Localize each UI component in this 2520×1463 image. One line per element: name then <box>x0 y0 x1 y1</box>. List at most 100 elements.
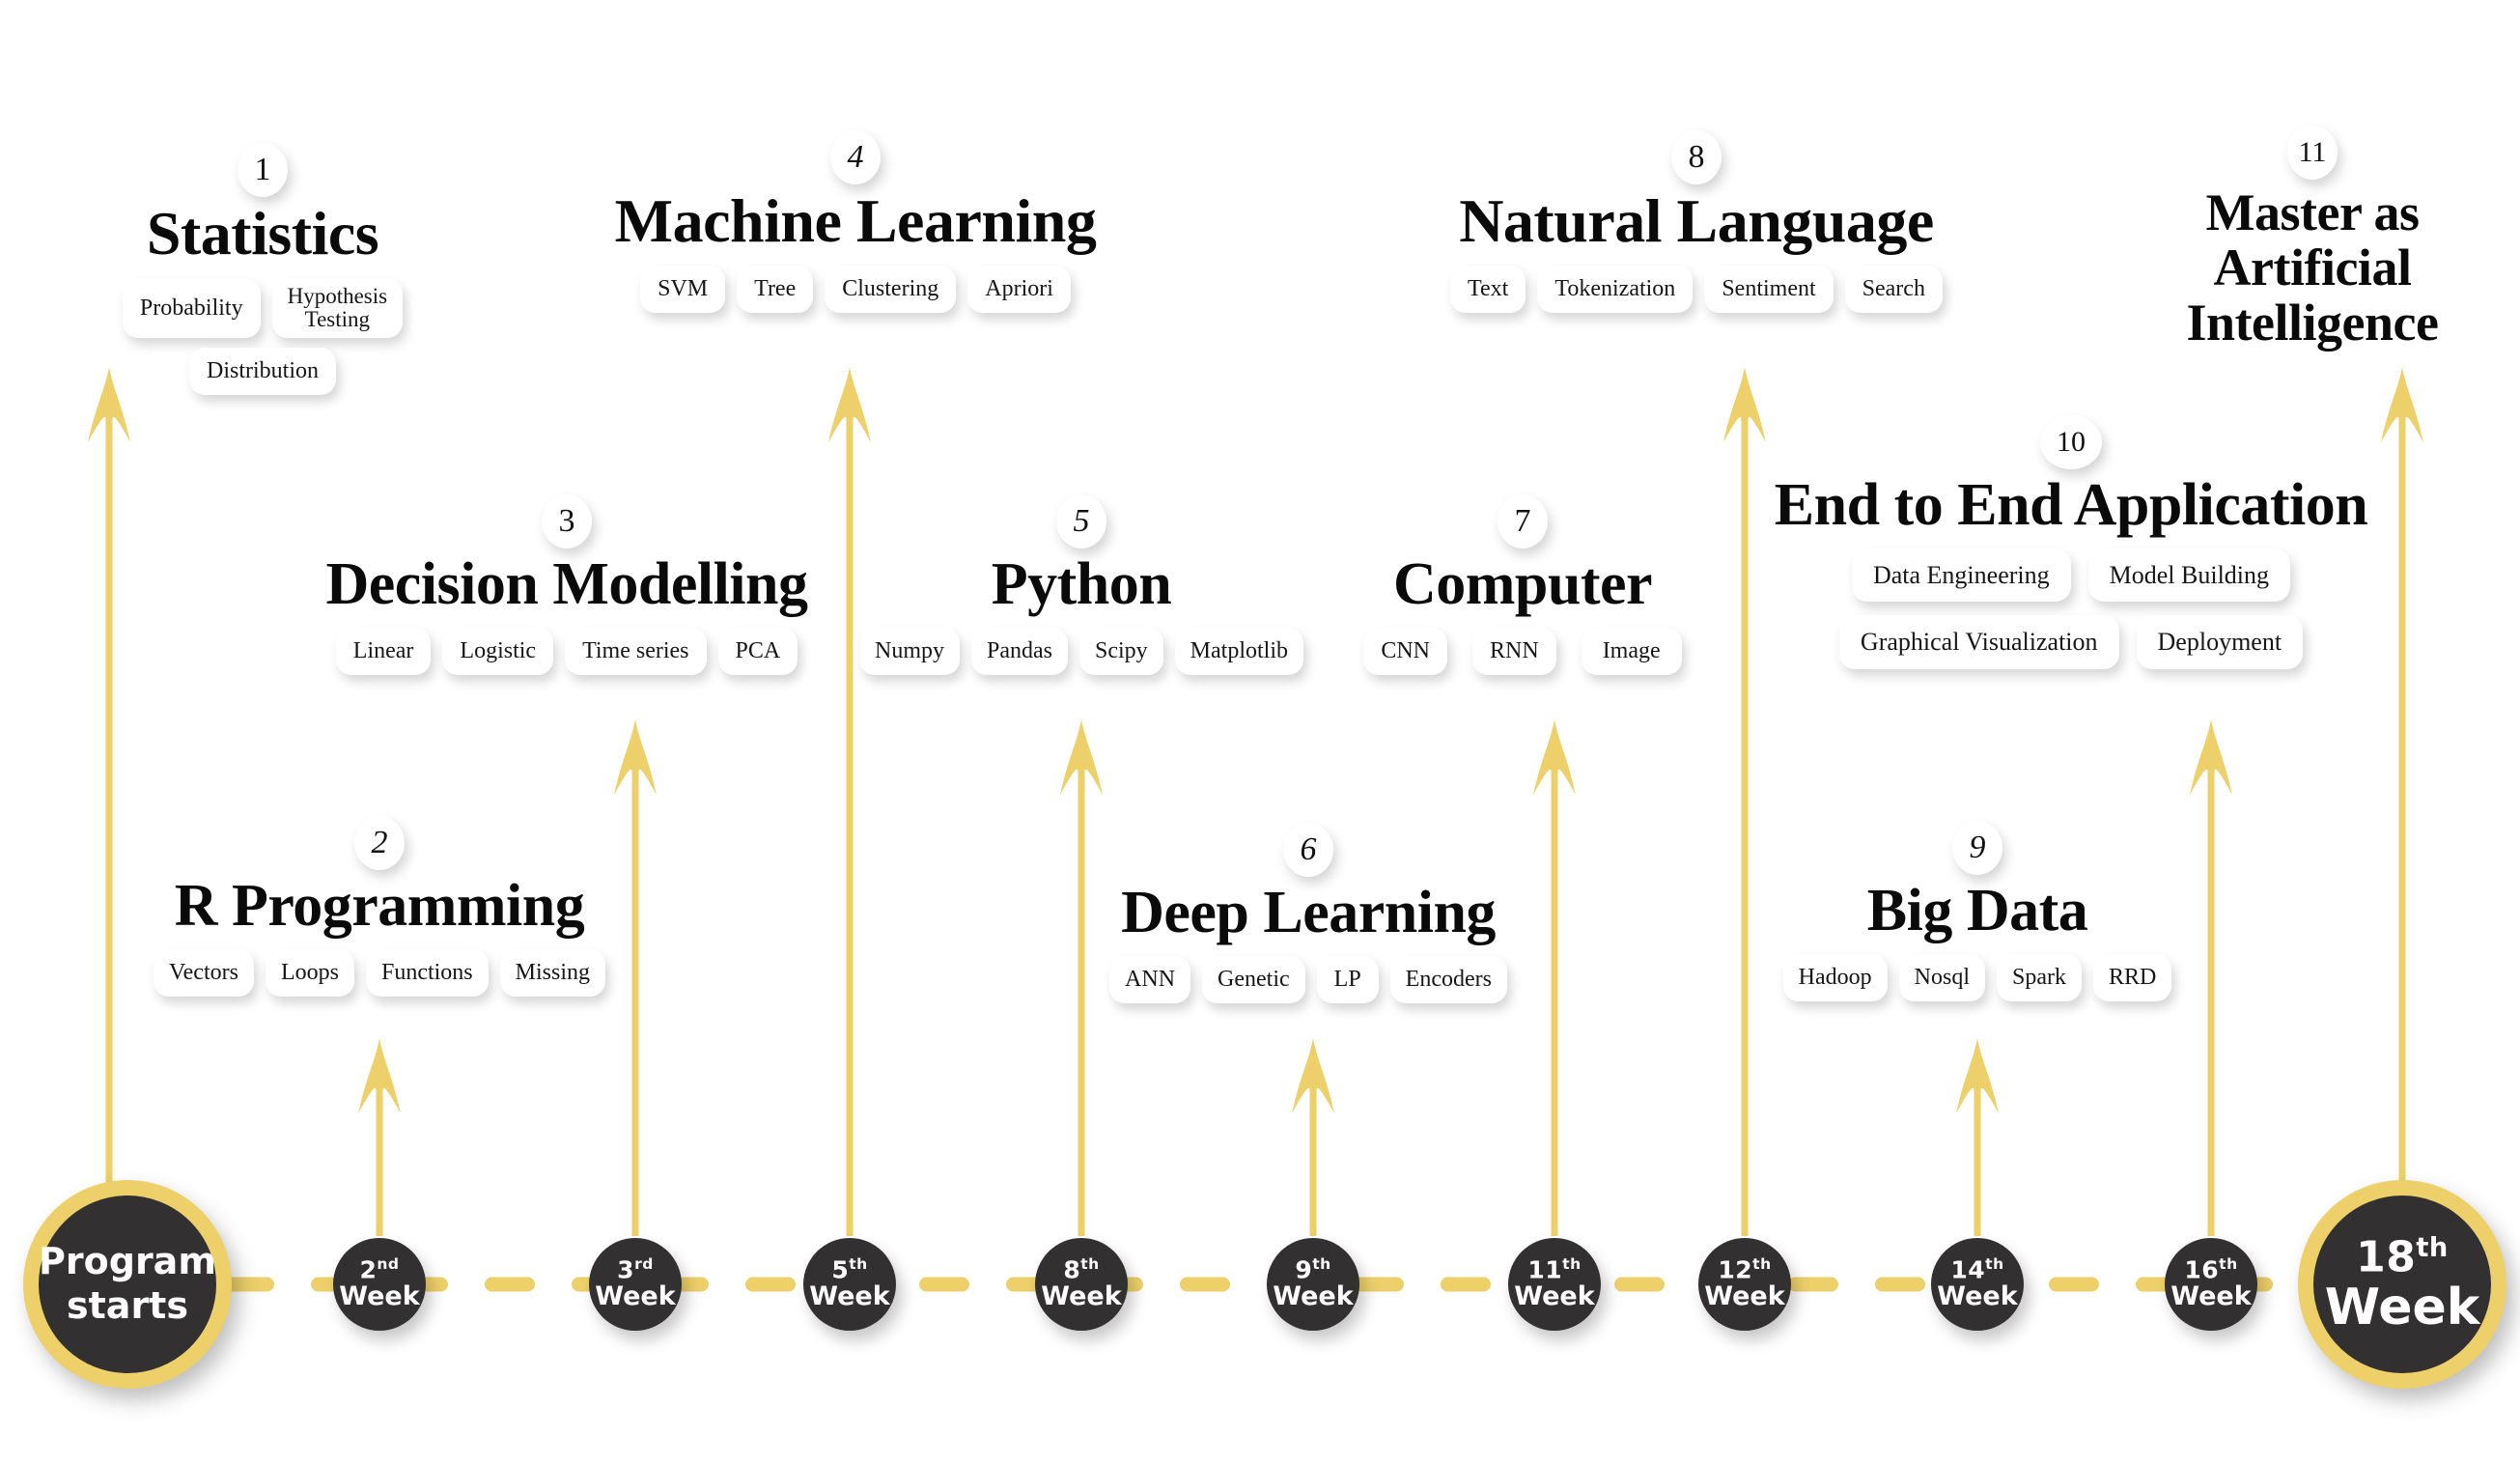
timeline-dash <box>485 1277 535 1292</box>
tag-numpy[interactable]: Numpy <box>858 628 960 676</box>
module-title-r-programming: R Programming <box>174 873 585 939</box>
module-badge-11: 11 <box>2287 126 2338 180</box>
tag-nosql[interactable]: Nosql <box>1898 954 1985 1002</box>
module-title-big-data: Big Data <box>1866 878 2088 943</box>
module-title-decision-modelling: Decision Modelling <box>325 551 808 617</box>
tag-rnn[interactable]: RNN <box>1472 628 1556 676</box>
tag-hypothesis-testing[interactable]: Hypothesis Testing <box>271 278 404 339</box>
tag-genetic[interactable]: Genetic <box>1202 956 1305 1004</box>
timeline-node-program-starts[interactable]: Program starts <box>23 1180 232 1389</box>
module-tags-r-programming: Vectors Loops Functions Missing <box>138 949 621 998</box>
timeline-node-week-3[interactable]: 3rd Week <box>589 1238 682 1331</box>
week-9-label: Week <box>1273 1281 1354 1312</box>
module-badge-10: 10 <box>2040 415 2102 469</box>
module-statistics[interactable]: 1 Statistics Probability Hypothesis Test… <box>60 143 465 396</box>
module-title-machine-learning: Machine Learning <box>614 186 1097 255</box>
tag-data-engineering[interactable]: Data Engineering <box>1851 549 2071 603</box>
timeline-dash <box>1614 1277 1665 1292</box>
week-8-label: Week <box>1041 1281 1122 1312</box>
tag-loops[interactable]: Loops <box>265 949 354 998</box>
tag-tokenization[interactable]: Tokenization <box>1537 266 1694 314</box>
tag-svm[interactable]: SVM <box>640 266 726 314</box>
timeline-node-week-12[interactable]: 12th Week <box>1698 1238 1791 1331</box>
module-title-deep-learning: Deep Learning <box>1121 880 1496 945</box>
tag-hadoop[interactable]: Hadoop <box>1782 954 1888 1002</box>
timeline-dash <box>919 1277 969 1292</box>
module-computer[interactable]: 7 Computer CNN RNN Image <box>1330 494 1716 676</box>
tag-cnn[interactable]: CNN <box>1363 628 1448 676</box>
tag-text[interactable]: Text <box>1450 266 1526 314</box>
timeline-node-week-5[interactable]: 5th Week <box>803 1238 896 1331</box>
module-master-as-ai[interactable]: 11 Master as Artificial Intelligence <box>2153 126 2472 352</box>
tag-linear[interactable]: Linear <box>335 628 432 676</box>
tag-ann[interactable]: ANN <box>1109 956 1191 1004</box>
week-3-label: Week <box>595 1281 676 1312</box>
tag-tree[interactable]: Tree <box>737 266 814 314</box>
tag-missing[interactable]: Missing <box>499 949 606 998</box>
timeline-dash <box>1354 1277 1404 1292</box>
tag-pandas[interactable]: Pandas <box>970 628 1068 676</box>
module-tags-decision-modelling: Linear Logistic Time series PCA <box>287 628 847 676</box>
module-title-statistics: Statistics <box>146 199 379 267</box>
week-16-label: Week <box>2170 1281 2252 1312</box>
tag-matplotlib[interactable]: Matplotlib <box>1174 628 1303 676</box>
week-14-number: 14th <box>1950 1255 2004 1284</box>
module-tags-machine-learning: SVM Tree Clustering Apriori <box>585 266 1126 314</box>
week-12-label: Week <box>1704 1281 1785 1312</box>
tag-image[interactable]: Image <box>1581 628 1682 676</box>
module-badge-5: 5 <box>1056 494 1106 549</box>
week-3-number: 3rd <box>617 1255 654 1284</box>
module-big-data[interactable]: 9 Big Data Hadoop Nosql Spark RRD <box>1760 821 2195 1002</box>
week-11-number: 11th <box>1527 1255 1582 1284</box>
tag-sentiment[interactable]: Sentiment <box>1704 266 1834 314</box>
timeline-dash <box>1180 1277 1230 1292</box>
tag-scipy[interactable]: Scipy <box>1078 628 1163 676</box>
tag-time-series[interactable]: Time series <box>565 628 707 676</box>
tag-distribution[interactable]: Distribution <box>188 348 336 396</box>
module-end-to-end-application[interactable]: 10 End to End Application Data Engineeri… <box>1733 415 2409 669</box>
module-tags-python: Numpy Pandas Scipy Matplotlib <box>854 628 1308 676</box>
week-8-number: 8th <box>1063 1255 1100 1284</box>
module-tags-big-data: Hadoop Nosql Spark RRD <box>1760 954 2195 1002</box>
timeline-node-week-11[interactable]: 11th Week <box>1508 1238 1601 1331</box>
tag-apriori[interactable]: Apriori <box>967 266 1071 314</box>
tag-logistic[interactable]: Logistic <box>442 628 554 676</box>
module-deep-learning[interactable]: 6 Deep Learning ANN Genetic LP Encoders <box>1077 823 1540 1004</box>
tag-pca[interactable]: PCA <box>717 628 798 676</box>
module-python[interactable]: 5 Python Numpy Pandas Scipy Matplotlib <box>854 494 1308 676</box>
tag-rrd[interactable]: RRD <box>2092 954 2172 1002</box>
tag-search[interactable]: Search <box>1844 266 1943 314</box>
tag-clustering[interactable]: Clustering <box>825 266 957 314</box>
tag-model-building[interactable]: Model Building <box>2087 549 2291 603</box>
tag-vectors[interactable]: Vectors <box>153 949 254 998</box>
timeline-node-week-18[interactable]: 18th Week <box>2298 1180 2506 1389</box>
module-r-programming[interactable]: 2 R Programming Vectors Loops Functions … <box>138 816 621 998</box>
timeline-node-week-14[interactable]: 14th Week <box>1931 1238 2024 1331</box>
week-2-label: Week <box>339 1281 420 1312</box>
module-badge-6: 6 <box>1283 823 1333 877</box>
module-tags-natural-language: Text Tokenization Sentiment Search <box>1416 266 1976 314</box>
tag-encoders[interactable]: Encoders <box>1389 956 1507 1004</box>
program-starts-line2: starts <box>67 1284 188 1327</box>
module-badge-9: 9 <box>1952 821 2002 875</box>
week-5-number: 5th <box>831 1255 868 1284</box>
tag-functions[interactable]: Functions <box>365 949 489 998</box>
module-natural-language[interactable]: 8 Natural Language Text Tokenization Sen… <box>1416 130 1976 314</box>
module-tags-deep-learning: ANN Genetic LP Encoders <box>1077 956 1540 1004</box>
tag-spark[interactable]: Spark <box>1996 954 2082 1002</box>
tag-lp[interactable]: LP <box>1316 956 1379 1004</box>
timeline-dash <box>1441 1277 1491 1292</box>
module-title-master-as-ai: Master as Artificial Intelligence <box>2186 183 2439 352</box>
tag-probability[interactable]: Probability <box>122 278 261 339</box>
module-badge-3: 3 <box>542 494 592 549</box>
tag-deployment[interactable]: Deployment <box>2136 615 2304 669</box>
module-tags-end-to-end-application: Data Engineering Model Building Graphica… <box>1738 549 2404 669</box>
module-decision-modelling[interactable]: 3 Decision Modelling Linear Logistic Tim… <box>287 494 847 676</box>
timeline-node-week-8[interactable]: 8th Week <box>1035 1238 1128 1331</box>
timeline-node-week-2[interactable]: 2nd Week <box>333 1238 426 1331</box>
module-badge-8: 8 <box>1671 130 1722 184</box>
timeline-node-week-9[interactable]: 9th Week <box>1267 1238 1359 1331</box>
timeline-node-week-16[interactable]: 16th Week <box>2165 1238 2257 1331</box>
tag-graphical-visualization[interactable]: Graphical Visualization <box>1838 615 2119 669</box>
module-machine-learning[interactable]: 4 Machine Learning SVM Tree Clustering A… <box>585 130 1126 314</box>
